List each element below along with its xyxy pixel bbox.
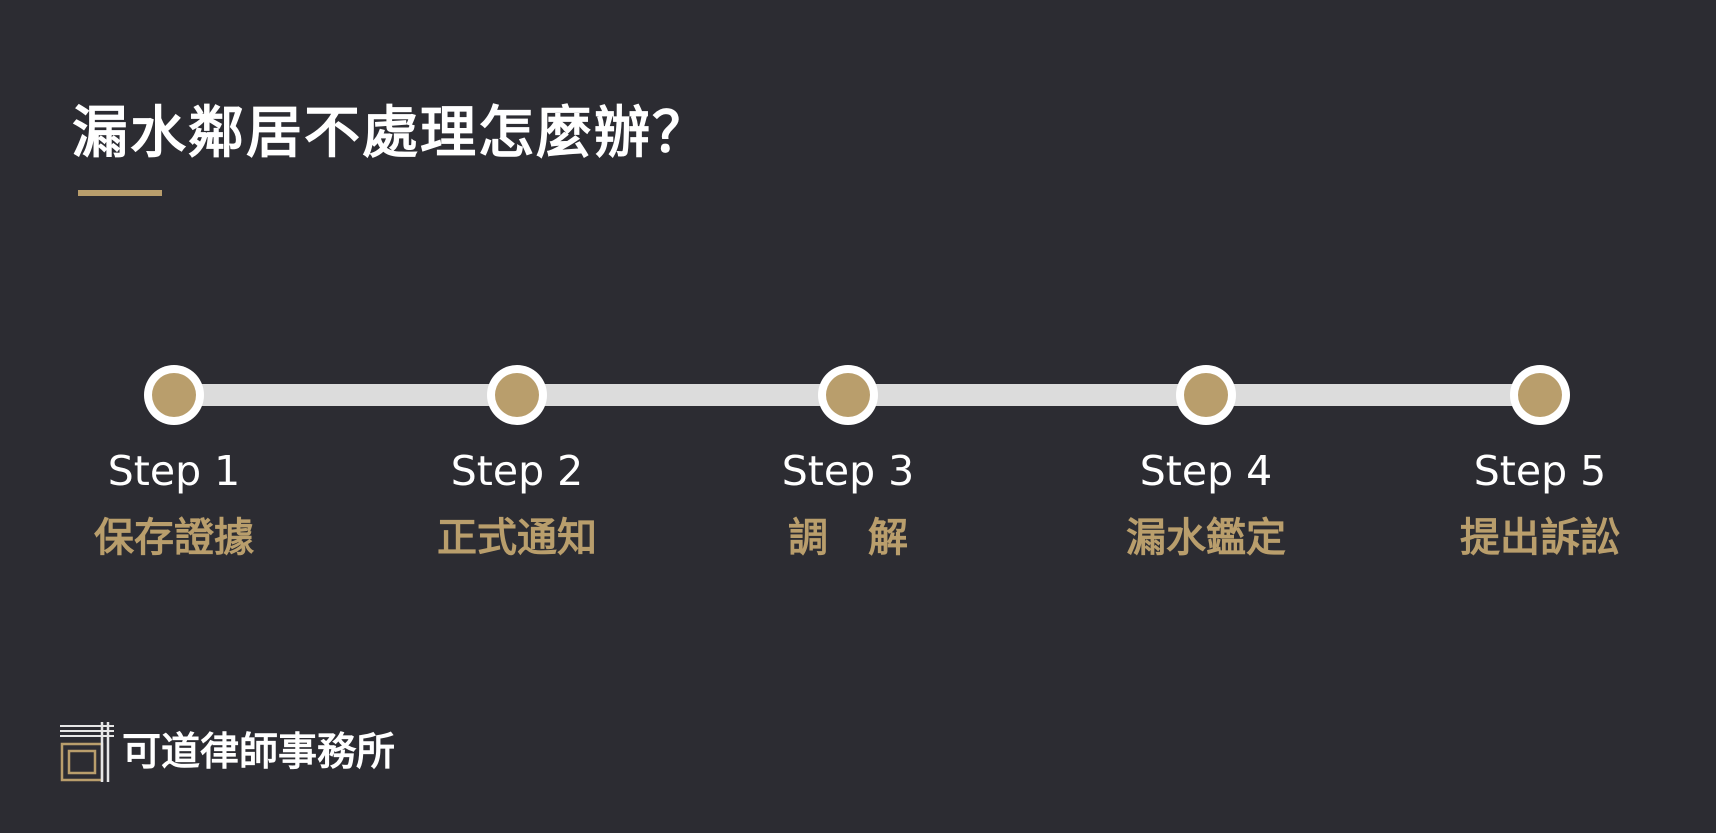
timeline-step-1: Step 1 保存證據 — [54, 365, 294, 562]
step-node-4 — [1176, 365, 1236, 425]
step-node-1 — [144, 365, 204, 425]
brand: 可道律師事務所 — [60, 722, 395, 784]
step-description-5: 提出訴訟 — [1460, 515, 1620, 562]
step-label-1: Step 1 — [107, 447, 241, 495]
page-title: 漏水鄰居不處理怎麼辦？ — [72, 101, 710, 166]
law-firm-logo-icon — [60, 722, 114, 782]
step-description-1: 保存證據 — [94, 515, 254, 562]
step-label-5: Step 5 — [1473, 447, 1607, 495]
step-description-3: 調 解 — [788, 515, 908, 562]
timeline-step-2: Step 2 正式通知 — [397, 365, 637, 562]
timeline-step-5: Step 5 提出訴訟 — [1420, 365, 1660, 562]
step-description-4: 漏水鑑定 — [1126, 515, 1286, 562]
step-node-3 — [818, 365, 878, 425]
title-underline — [78, 190, 162, 196]
timeline-step-4: Step 4 漏水鑑定 — [1086, 365, 1326, 562]
step-node-2 — [487, 365, 547, 425]
step-node-5 — [1510, 365, 1570, 425]
timeline-step-3: Step 3 調 解 — [728, 365, 968, 562]
step-label-3: Step 3 — [781, 447, 915, 495]
brand-name: 可道律師事務所 — [122, 729, 396, 775]
step-description-2: 正式通知 — [437, 515, 597, 562]
step-label-2: Step 2 — [450, 447, 584, 495]
step-label-4: Step 4 — [1139, 447, 1273, 495]
